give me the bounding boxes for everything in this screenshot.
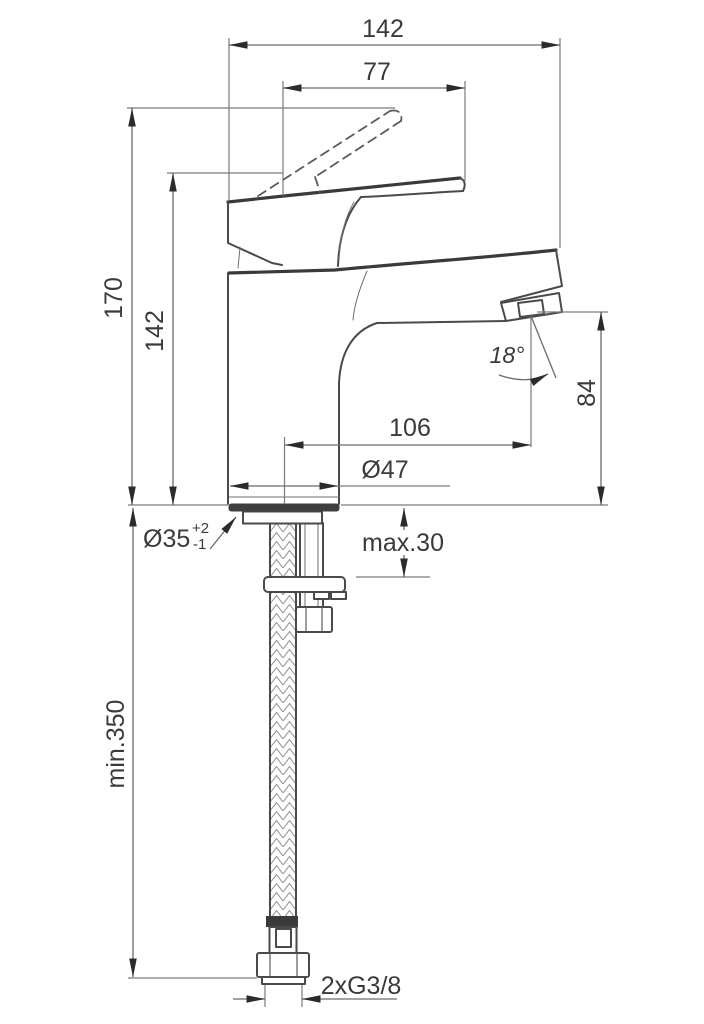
label-min-hose-length: min.350 [102, 700, 130, 789]
spout-root-highlight [352, 270, 368, 321]
label-total-width: 142 [362, 15, 404, 43]
lever-skirt-highlight [338, 201, 355, 261]
label-spout-reach: 106 [389, 414, 431, 442]
hose-end-fitting [256, 916, 310, 985]
label-body-diameter: Ø47 [361, 456, 408, 484]
fitting-nut [256, 952, 310, 978]
dim-hole-diameter-leader [209, 516, 237, 550]
dim-total-width [228, 38, 561, 248]
label-handle-projection: 77 [363, 58, 391, 86]
fitting-window [275, 928, 292, 948]
dim-spout-angle [498, 315, 557, 447]
fitting-lip [261, 976, 306, 985]
hose-ferrule [266, 916, 298, 927]
lever-skirt-curve [337, 196, 362, 267]
washer-tab-right [330, 591, 347, 600]
label-body-height: 142 [141, 310, 169, 352]
base-plinth [242, 510, 323, 525]
faucet-body [227, 248, 563, 512]
lever-top-edge [226, 176, 462, 204]
lever-back-step [237, 246, 241, 269]
aerator-inner [517, 299, 545, 318]
body-top-edge [227, 248, 558, 275]
spout-end-face [500, 249, 563, 303]
label-total-height: 170 [100, 277, 128, 319]
label-spout-angle: 18° [490, 342, 525, 368]
washer-tab-left [313, 591, 330, 600]
lever-tip [459, 177, 466, 192]
fastening-washer [263, 576, 346, 593]
lever-handle [226, 176, 466, 269]
dim-spout-reach [283, 437, 531, 504]
fastening-nut [295, 606, 333, 633]
reference-lines [127, 107, 608, 979]
lever-raised-phantom [257, 109, 403, 197]
lever-underside [360, 190, 464, 198]
label-hole-diameter: Ø35 [143, 525, 190, 553]
label-outlet-height: 84 [573, 379, 601, 407]
label-connection-thread: 2xG3/8 [321, 972, 402, 1000]
spout-underside [338, 320, 507, 505]
dim-connection-thread [233, 985, 397, 1007]
lever-back-face [227, 201, 283, 266]
label-hole-tolerance-plus: +2 [192, 520, 209, 537]
label-max-deck-thickness: max.30 [362, 529, 444, 557]
label-hole-tolerance-minus: -1 [193, 536, 206, 553]
base-gasket [228, 503, 340, 512]
dim-handle-projection [282, 81, 466, 196]
